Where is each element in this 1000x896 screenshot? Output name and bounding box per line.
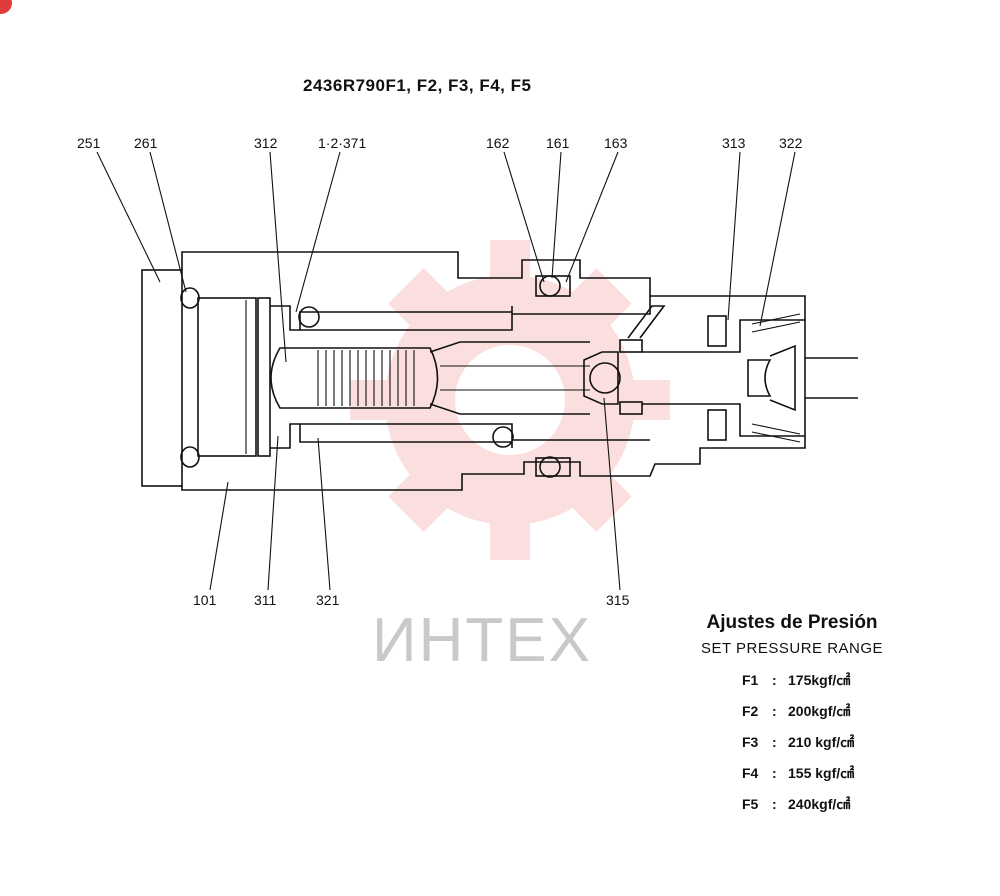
leader-371	[295, 151, 341, 313]
leader-321	[317, 437, 331, 591]
part-label-315: 315	[606, 592, 630, 608]
seat-315	[583, 305, 666, 415]
part-label-251: 251	[77, 135, 101, 151]
part-label-313: 313	[722, 135, 746, 151]
housing-lower-edge	[181, 430, 806, 491]
leader-251	[96, 151, 161, 283]
chamber-wall	[197, 297, 257, 457]
plug-313	[642, 313, 858, 443]
ball-371	[298, 306, 514, 448]
watermark-gear-tooth	[568, 468, 632, 532]
setting-value: 155 kgf/㎠	[788, 765, 855, 781]
watermark-gear-hole	[455, 345, 565, 455]
watermark-gear-tooth	[568, 268, 632, 332]
spring-322	[751, 313, 801, 443]
setting-separator: :	[772, 734, 777, 750]
part-labels-top: 251 261 312 1·2·371 162 161 163 313 322	[77, 135, 803, 151]
poppet-head	[270, 347, 439, 409]
setting-code: F4	[742, 765, 759, 781]
setting-separator: :	[772, 765, 777, 781]
leader-lines	[96, 151, 796, 591]
setting-value: 210 kgf/㎠	[788, 734, 855, 750]
setting-row-f5: F5:240kgf/㎠	[672, 789, 912, 820]
leader-322	[759, 151, 796, 327]
leader-312	[269, 151, 287, 363]
pressure-settings-panel: Ajustes de Presión SET PRESSURE RANGE F1…	[672, 612, 912, 820]
watermark-gear-tooth	[388, 268, 452, 332]
valve-body-101	[141, 251, 806, 491]
valve-stem	[429, 296, 651, 441]
setting-separator: :	[772, 672, 777, 688]
end-cap-251	[141, 269, 183, 487]
setting-value: 175kgf/㎠	[788, 672, 851, 688]
setting-code: F1	[742, 672, 759, 688]
part-label-163: 163	[604, 135, 628, 151]
setting-row-f2: F2:200kgf/㎠	[672, 696, 912, 727]
leader-161	[551, 151, 562, 279]
diagram-title: 2436R790F1, F2, F3, F4, F5	[303, 76, 531, 95]
setting-separator: :	[772, 703, 777, 719]
leader-162	[503, 151, 545, 283]
part-labels-bottom: 101 311 321 315	[193, 592, 630, 608]
corner-mark	[0, 0, 12, 14]
leader-311	[267, 435, 279, 591]
watermark-gear-tooth	[490, 240, 530, 300]
piston-chamber	[197, 297, 271, 457]
leader-101	[209, 481, 229, 591]
leader-261	[149, 151, 187, 293]
o-ring-261	[180, 287, 200, 468]
part-label-311: 311	[254, 592, 277, 608]
setting-value: 240kgf/㎠	[788, 796, 851, 812]
part-label-312: 312	[254, 135, 278, 151]
seal-161	[535, 275, 571, 478]
part-label-322: 322	[779, 135, 803, 151]
part-label-161: 161	[546, 135, 570, 151]
part-label-1-2-371: 1·2·371	[318, 135, 366, 151]
check-ball	[589, 362, 621, 394]
setting-row-f3: F3:210 kgf/㎠	[672, 727, 912, 758]
setting-row-f4: F4:155 kgf/㎠	[672, 758, 912, 789]
setting-code: F5	[742, 796, 759, 812]
part-label-321: 321	[316, 592, 340, 608]
part-label-101: 101	[193, 592, 217, 608]
leader-315	[603, 397, 621, 591]
spring-321	[317, 350, 415, 406]
part-label-162: 162	[486, 135, 510, 151]
leader-313	[727, 151, 741, 321]
setting-row-f1: F1:175kgf/㎠	[672, 665, 912, 696]
watermark-gear-tooth	[350, 380, 410, 420]
part-label-261: 261	[134, 135, 158, 151]
pressure-subheading: SET PRESSURE RANGE	[700, 640, 884, 657]
setting-code: F2	[742, 703, 759, 719]
watermark-text: ИНТЕХ	[372, 606, 592, 675]
setting-value: 200kgf/㎠	[788, 703, 851, 719]
watermark-gear-tooth	[388, 468, 452, 532]
setting-separator: :	[772, 796, 777, 812]
watermark-gear-tooth	[490, 500, 530, 560]
adjusting-screw-head	[747, 359, 772, 397]
housing-upper-edge	[181, 251, 806, 312]
setting-code: F3	[742, 734, 759, 750]
leader-163	[565, 151, 619, 283]
pressure-heading: Ajustes de Presión	[706, 612, 878, 633]
